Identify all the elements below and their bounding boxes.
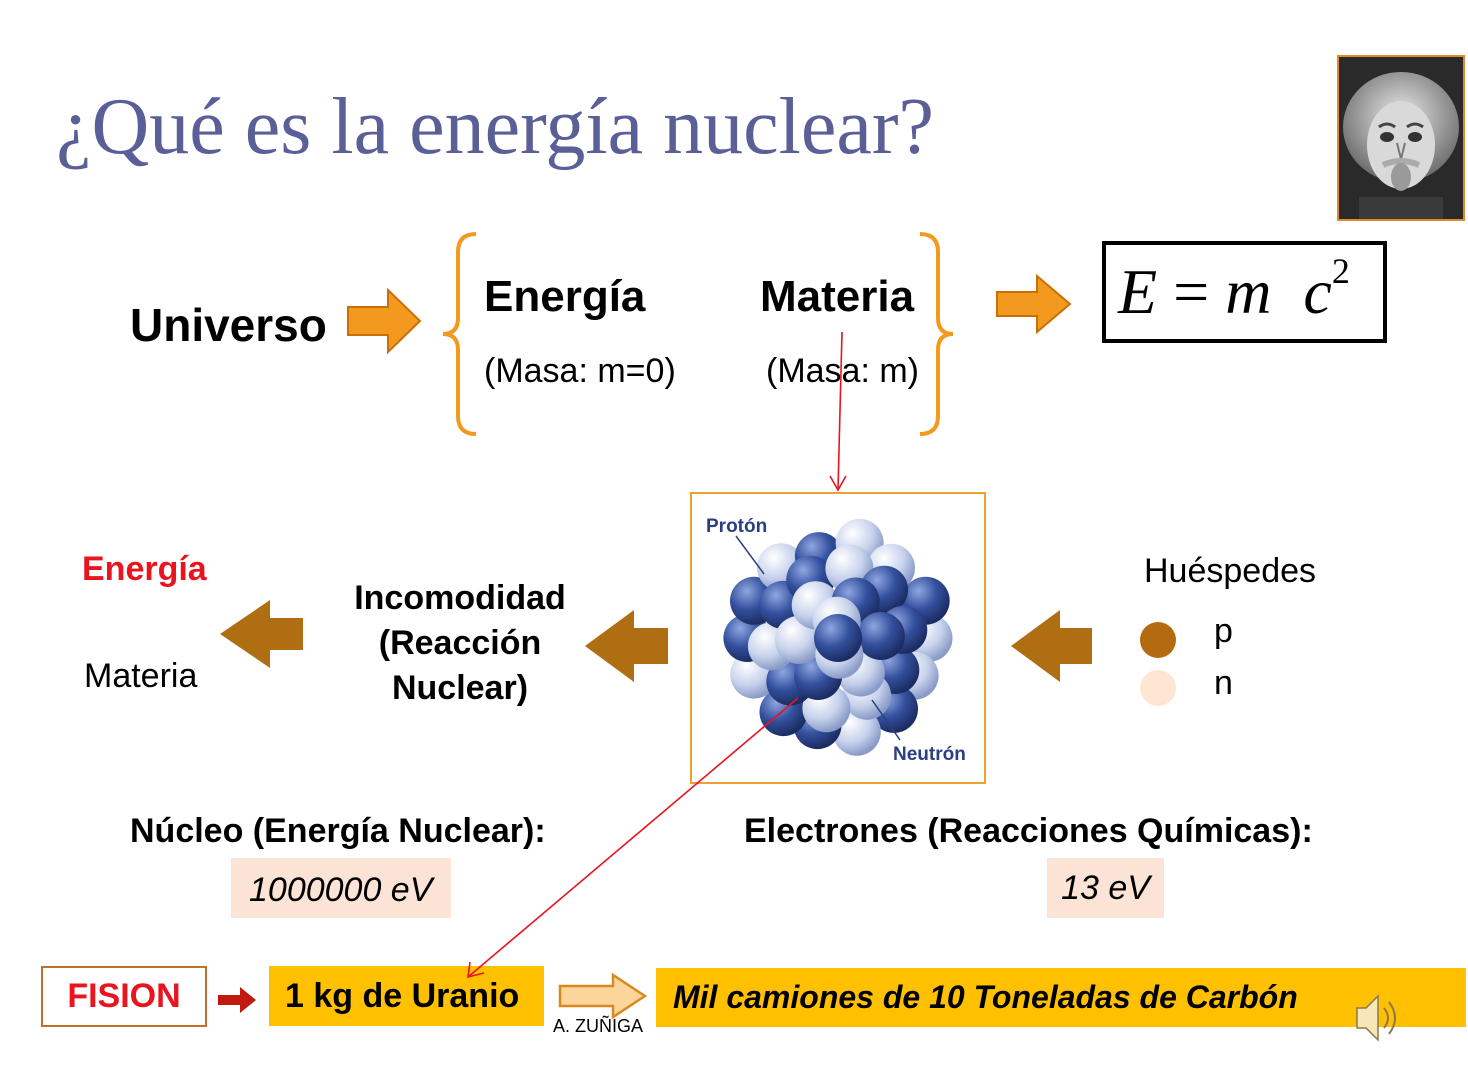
arrow-to-formula-icon bbox=[996, 273, 1072, 335]
speaker-icon[interactable] bbox=[1356, 994, 1396, 1042]
neutron-legend-label: n bbox=[1214, 664, 1233, 702]
fision-box: FISION bbox=[41, 966, 207, 1027]
nucleus-image: Protón Neutrón bbox=[690, 492, 986, 784]
neutron-label: Neutrón bbox=[893, 744, 966, 765]
arrow-to-incomodidad-icon bbox=[585, 610, 668, 682]
red-pointer-bottom-icon bbox=[467, 697, 799, 979]
electrones-label: Electrones (Reacciones Químicas): bbox=[744, 812, 1313, 850]
einstein-portrait bbox=[1337, 55, 1465, 221]
arrow-to-energia-icon bbox=[220, 600, 303, 668]
nucleon-sphere bbox=[814, 614, 862, 662]
nucleo-label: Núcleo (Energía Nuclear): bbox=[130, 812, 546, 850]
nucleon-sphere bbox=[856, 612, 905, 660]
incomodidad-label: Incomodidad (Reacción Nuclear) bbox=[354, 579, 566, 707]
slide-title: ¿Qué es la energía nuclear? bbox=[56, 83, 935, 171]
materia-label: Materia bbox=[760, 272, 915, 321]
proton-legend-label: p bbox=[1214, 612, 1233, 650]
arrow-fision-icon bbox=[218, 987, 256, 1013]
electrones-value: 13 eV bbox=[1047, 858, 1164, 918]
arrow-from-huespedes-icon bbox=[1011, 610, 1092, 682]
author-label: A. ZUÑIGA bbox=[553, 1016, 644, 1036]
energia-label: Energía bbox=[484, 272, 646, 321]
left-brace-icon bbox=[442, 232, 477, 436]
masa-energia-label: (Masa: m=0) bbox=[484, 352, 676, 390]
materia-result-label: Materia bbox=[84, 657, 198, 695]
red-pointer-top-icon bbox=[829, 331, 847, 492]
carbon-box: Mil camiones de 10 Toneladas de Carbón bbox=[656, 968, 1466, 1027]
arrow-uranio-carbon-icon bbox=[558, 972, 648, 1020]
formula-box bbox=[1102, 241, 1387, 343]
proton-dot-icon bbox=[1140, 622, 1176, 658]
formula-emc2: E = m c2 bbox=[1118, 251, 1350, 327]
right-brace-icon bbox=[919, 232, 954, 436]
nucleo-value: 1000000 eV bbox=[231, 858, 451, 918]
masa-materia-label: (Masa: m) bbox=[766, 352, 919, 390]
arrow-universo-right-icon bbox=[347, 287, 422, 355]
neutron-dot-icon bbox=[1140, 670, 1176, 706]
energia-result-label: Energía bbox=[82, 550, 207, 588]
universo-label: Universo bbox=[130, 299, 327, 351]
proton-label: Protón bbox=[706, 516, 767, 537]
uranio-box: 1 kg de Uranio bbox=[269, 966, 544, 1026]
huespedes-label: Huéspedes bbox=[1144, 552, 1317, 590]
